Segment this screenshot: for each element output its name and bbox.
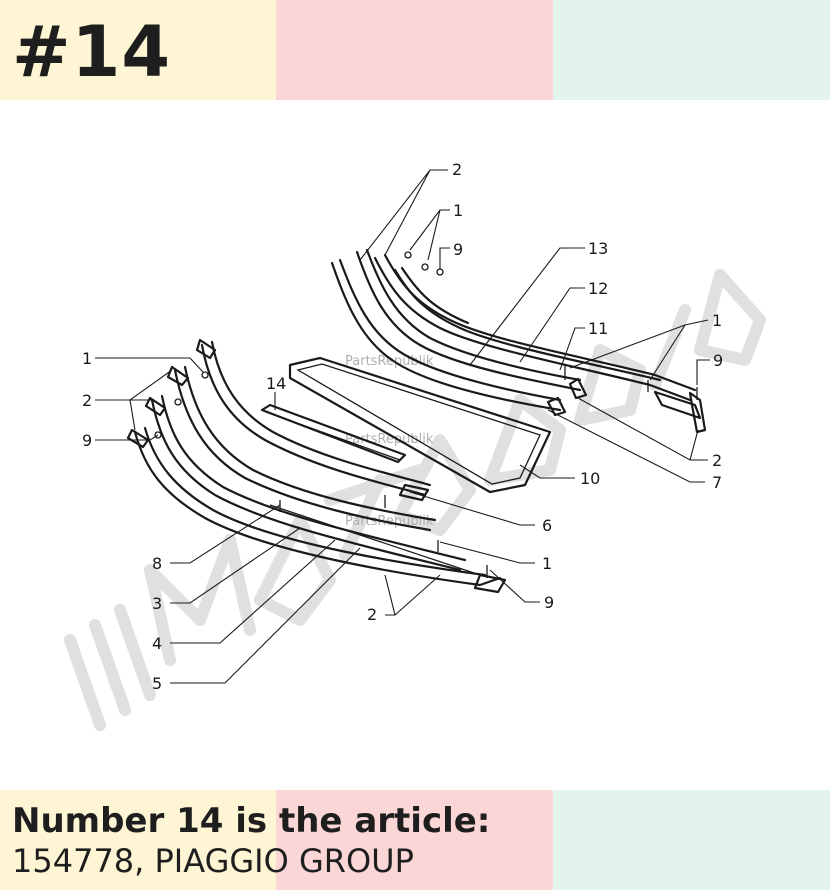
callout-1: 1 — [453, 201, 463, 220]
band-yellow — [0, 790, 276, 890]
callout-14: 14 — [266, 374, 286, 393]
callout-1: 1 — [542, 554, 552, 573]
callout-13: 13 — [588, 239, 608, 258]
left-top-rail — [200, 340, 432, 497]
exploded-parts-diagram: PartsRepublik PartsRepublik PartsRepubli… — [64, 160, 766, 731]
callout-10: 10 — [580, 469, 600, 488]
callout-9: 9 — [713, 351, 723, 370]
callout-5: 5 — [152, 674, 162, 693]
leader-12 — [519, 287, 585, 363]
leader-2-left — [95, 369, 173, 431]
logo-letters — [144, 269, 766, 666]
screw — [154, 431, 162, 439]
leader-1-left — [95, 357, 204, 373]
callout-1: 1 — [82, 349, 92, 368]
screw — [421, 263, 429, 271]
band-pink — [276, 790, 553, 890]
leader-4 — [170, 539, 336, 644]
right-long-rail — [373, 253, 697, 402]
leader-11 — [559, 327, 585, 371]
leader-2-top — [359, 169, 448, 261]
left-rail-front-caps — [126, 338, 217, 449]
screw — [404, 251, 412, 259]
trim-strip-14 — [260, 403, 407, 464]
callout-4: 4 — [152, 634, 162, 653]
bottom-color-band — [0, 790, 830, 890]
band-pink — [276, 0, 553, 100]
callout-6: 6 — [542, 516, 552, 535]
right-rear-bracket — [688, 391, 707, 434]
right-outer-rail — [330, 258, 562, 412]
screw — [174, 398, 182, 406]
screws — [564, 365, 698, 400]
trim-strip-outline — [260, 403, 407, 464]
left-long-rail — [150, 394, 467, 572]
leader-6 — [409, 491, 535, 526]
callout-2: 2 — [82, 391, 92, 410]
part-number-badge: #14 — [12, 11, 172, 93]
partsrepublik-watermark: PartsRepublik — [345, 354, 434, 369]
callout-2: 2 — [452, 160, 462, 179]
right-rail-assembly — [330, 248, 707, 434]
callout-2: 2 — [712, 451, 722, 470]
callout-1: 1 — [712, 311, 722, 330]
leader-1-top — [409, 209, 450, 261]
right-outer-rail-end — [546, 396, 567, 417]
callout-9: 9 — [453, 240, 463, 259]
caption-heading: Number 14 is the article: — [12, 801, 491, 841]
callout-2: 2 — [367, 605, 377, 624]
leader-7 — [547, 409, 705, 483]
screws — [279, 495, 488, 578]
top-color-band — [0, 0, 830, 100]
right-inner-strip — [393, 266, 662, 382]
caption-detail: 154778, PIAGGIO GROUP — [12, 842, 414, 880]
leader-9-right — [696, 359, 710, 385]
callout-7: 7 — [712, 473, 722, 492]
floor-board — [288, 356, 552, 494]
leader-1-bottom — [439, 541, 535, 564]
callout-3: 3 — [152, 594, 162, 613]
partsrepublik-watermark: PartsRepublik — [345, 432, 434, 447]
leader-2-right — [577, 397, 708, 461]
left-rail-end-cap — [473, 573, 507, 594]
callout-9: 9 — [544, 593, 554, 612]
callout-labels: 2 1 9 13 12 11 1 9 2 7 10 14 1 2 9 6 1 9… — [82, 160, 723, 693]
leader-8 — [170, 504, 281, 564]
right-mid-rail-end — [568, 377, 588, 400]
trim-strip-line — [265, 411, 401, 461]
right-mid-rail — [355, 248, 582, 392]
screw — [201, 371, 209, 379]
band-mint — [553, 790, 830, 890]
callout-11: 11 — [588, 319, 608, 338]
logo-stripes — [64, 604, 156, 731]
callout-9: 9 — [82, 431, 92, 450]
left-top-rail-end — [398, 483, 430, 502]
callout-12: 12 — [588, 279, 608, 298]
leader-10 — [519, 464, 575, 479]
leader-5 — [170, 547, 361, 684]
left-rail-assembly — [126, 338, 507, 594]
leader-3 — [170, 527, 301, 604]
floor-board-outline — [288, 356, 552, 494]
left-mid-rail — [173, 365, 437, 532]
right-rail-end-cap — [653, 390, 702, 420]
leader-13 — [469, 247, 585, 366]
leader-2-bottom — [384, 574, 441, 616]
band-mint — [553, 0, 830, 100]
leader-9-bottom — [489, 569, 540, 603]
left-outer-rail — [133, 426, 502, 587]
leader-9-left — [95, 434, 159, 441]
floor-board-inner — [296, 363, 541, 485]
leader-9-top — [439, 247, 450, 270]
band-yellow — [0, 0, 276, 100]
left-inner-strip — [269, 504, 481, 576]
callout-8: 8 — [152, 554, 162, 573]
leader-lines — [95, 169, 710, 684]
leader-1-right — [569, 319, 709, 381]
